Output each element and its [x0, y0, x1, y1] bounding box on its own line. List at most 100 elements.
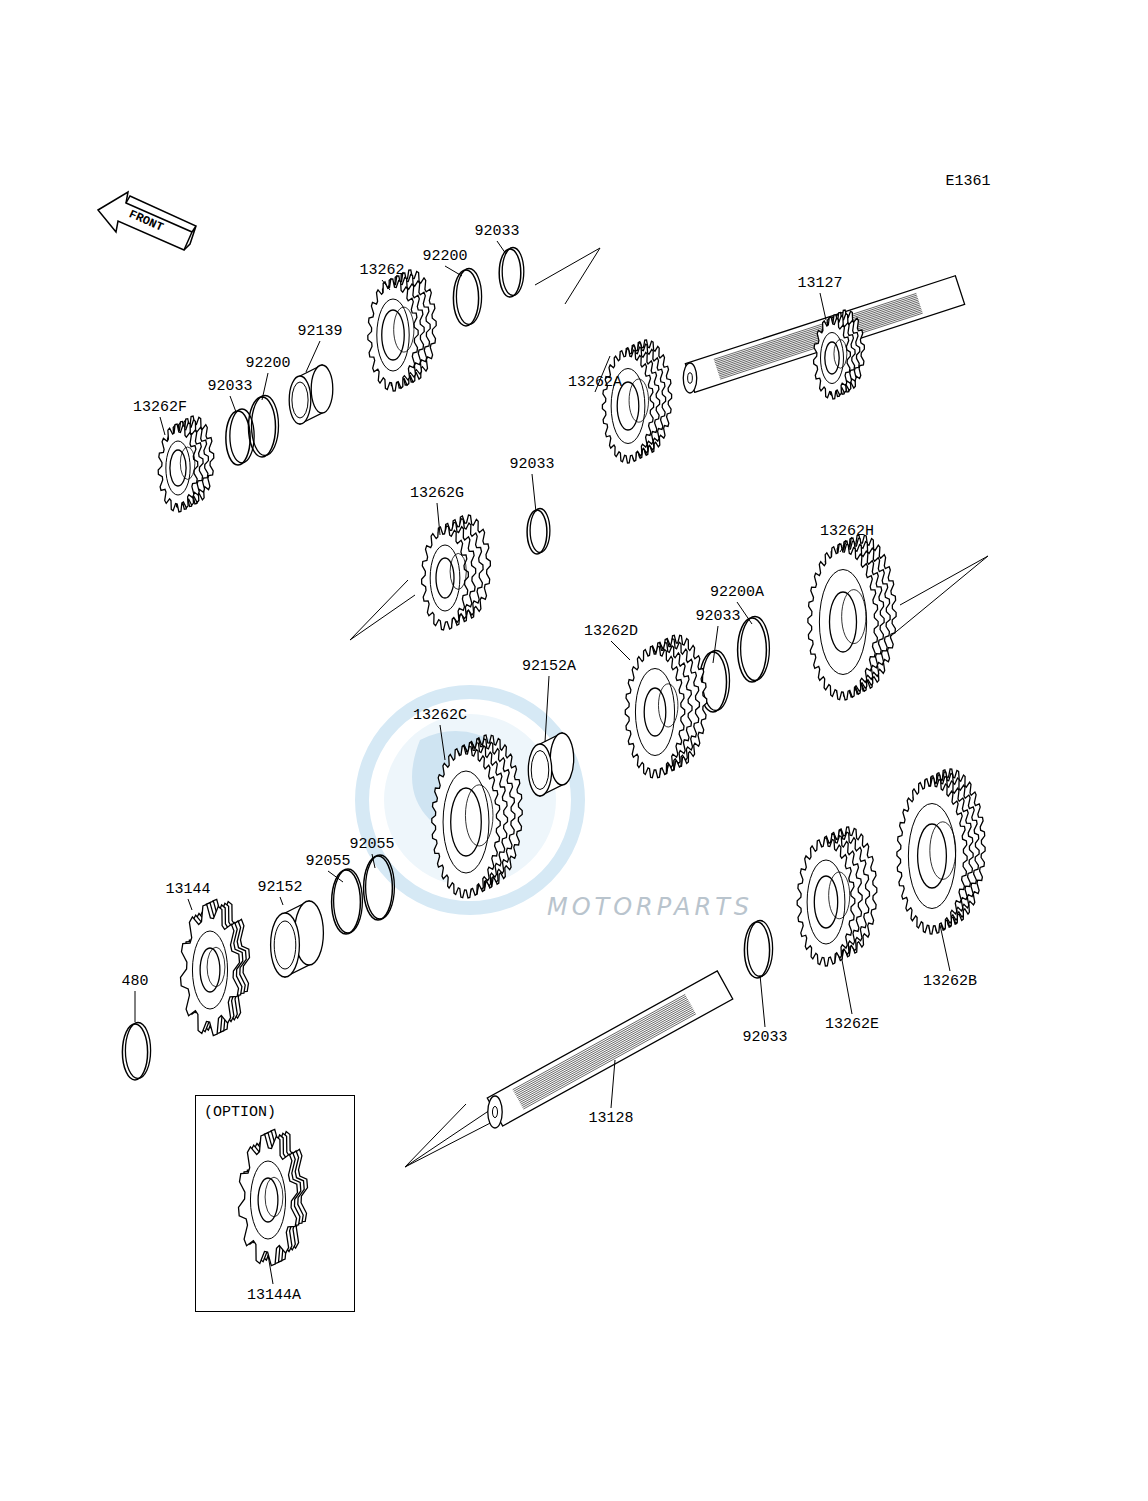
callout-number: 92033: [474, 224, 519, 239]
ring-back: [456, 269, 481, 325]
callout-number: 480: [121, 974, 148, 989]
ring-front: [738, 618, 767, 682]
shaft-end: [683, 363, 697, 393]
gear-tooth-ring: [432, 746, 500, 898]
callout-number: 13262G: [410, 486, 464, 501]
input-shaft-gear: [814, 310, 865, 399]
figure-code: E1361: [945, 174, 990, 189]
option-box: (OPTION)13144A: [195, 1095, 355, 1312]
callout-number: 13144A: [247, 1288, 301, 1303]
callout-number: 92033: [742, 1030, 787, 1045]
shaft-spline: [521, 1009, 694, 1104]
collar: [271, 901, 324, 977]
gear-hub: [807, 860, 845, 944]
circlip: [527, 509, 550, 555]
ring-front: [453, 270, 478, 326]
ring-front: [332, 870, 361, 934]
gear-tooth-ring: [422, 526, 469, 630]
sprocket-13144A: [239, 1129, 308, 1265]
ring-back: [747, 921, 772, 977]
callout-number: 92055: [305, 854, 350, 869]
callout-number: 92152A: [522, 659, 576, 674]
shaft-spline: [519, 1006, 692, 1101]
gear-bore: [436, 558, 454, 598]
gear-tooth-ring: [181, 904, 240, 1035]
collar-face: [528, 744, 551, 796]
callout-number: 13262B: [923, 974, 977, 989]
shaft-spline: [516, 1001, 689, 1096]
callout-number: 92055: [349, 837, 394, 852]
gear-hub: [821, 333, 844, 384]
gear-tooth-ring: [897, 778, 967, 934]
gear-tooth-ring: [602, 349, 653, 463]
callout-number: 13262: [359, 263, 404, 278]
collar-bore: [531, 751, 549, 790]
ring-back: [741, 617, 770, 681]
ring-back: [366, 855, 395, 919]
collar-bore: [274, 921, 296, 969]
sprocket-13144: [181, 899, 250, 1035]
callout-number: 92033: [695, 609, 740, 624]
shaft-spline: [514, 998, 687, 1093]
callout-number: 92200: [245, 356, 290, 371]
o-ring: [364, 855, 395, 920]
callout-number: 92200: [422, 249, 467, 264]
callout-number: 13144: [165, 882, 210, 897]
splined-washer: [453, 269, 481, 327]
gear-hub: [192, 931, 227, 1009]
callout-number: 13128: [588, 1111, 633, 1126]
ring-front: [527, 510, 547, 554]
callout-number: 92033: [509, 457, 554, 472]
callout-number: 92200A: [710, 585, 764, 600]
splined-washer: [738, 617, 770, 683]
gear-bore: [644, 688, 666, 736]
gear-bore-inner: [450, 553, 466, 589]
gear-hub: [819, 570, 866, 675]
gear-bore: [814, 876, 837, 928]
gear-bore: [825, 342, 839, 374]
gear-tooth-ring: [368, 279, 418, 391]
ring-back: [125, 1023, 150, 1079]
gear-tooth-ring: [239, 1134, 298, 1265]
shaft-spline: [513, 994, 686, 1089]
collar-face: [289, 376, 311, 424]
gear-bore-inner: [829, 872, 850, 919]
o-ring: [332, 869, 363, 934]
shaft-center-hole: [688, 373, 693, 384]
ring-front: [364, 856, 393, 920]
callout-number: 92033: [207, 379, 252, 394]
callout-number: 13262A: [568, 375, 622, 390]
gear-bore-inner: [658, 684, 677, 727]
shaft-body: [487, 971, 732, 1126]
gear-bore: [170, 450, 186, 486]
gear-13262A: [602, 340, 671, 463]
bushing: [528, 733, 573, 796]
shaft-spline: [523, 1014, 696, 1109]
callout-number: 13127: [797, 276, 842, 291]
callout-number: 13262D: [584, 624, 638, 639]
shaft-spline: [518, 1004, 691, 1099]
collar-bore: [292, 382, 308, 418]
gear-bore: [830, 592, 857, 652]
shaft-spline: [517, 1003, 690, 1098]
ring-front: [249, 397, 276, 457]
gear-hub: [377, 299, 409, 371]
gear-bore-inner: [842, 590, 866, 644]
collar-face: [271, 913, 300, 977]
axis-lines: [350, 248, 988, 1167]
gear-13262B: [897, 769, 985, 934]
ring-front: [744, 922, 769, 978]
gear-bore: [200, 948, 220, 992]
needle-bearing: [289, 365, 333, 424]
leader-lines: [135, 241, 950, 1284]
callout-number: 13262F: [133, 400, 187, 415]
callout-number: 13262C: [413, 708, 467, 723]
gear-bore-inner: [265, 1177, 283, 1217]
gear-hub: [635, 669, 674, 756]
gear-tooth-ring: [814, 317, 851, 399]
splined-washer: [249, 396, 279, 458]
gear-13262D: [625, 635, 706, 777]
ring-front: [226, 411, 250, 465]
collar-end: [550, 733, 573, 785]
